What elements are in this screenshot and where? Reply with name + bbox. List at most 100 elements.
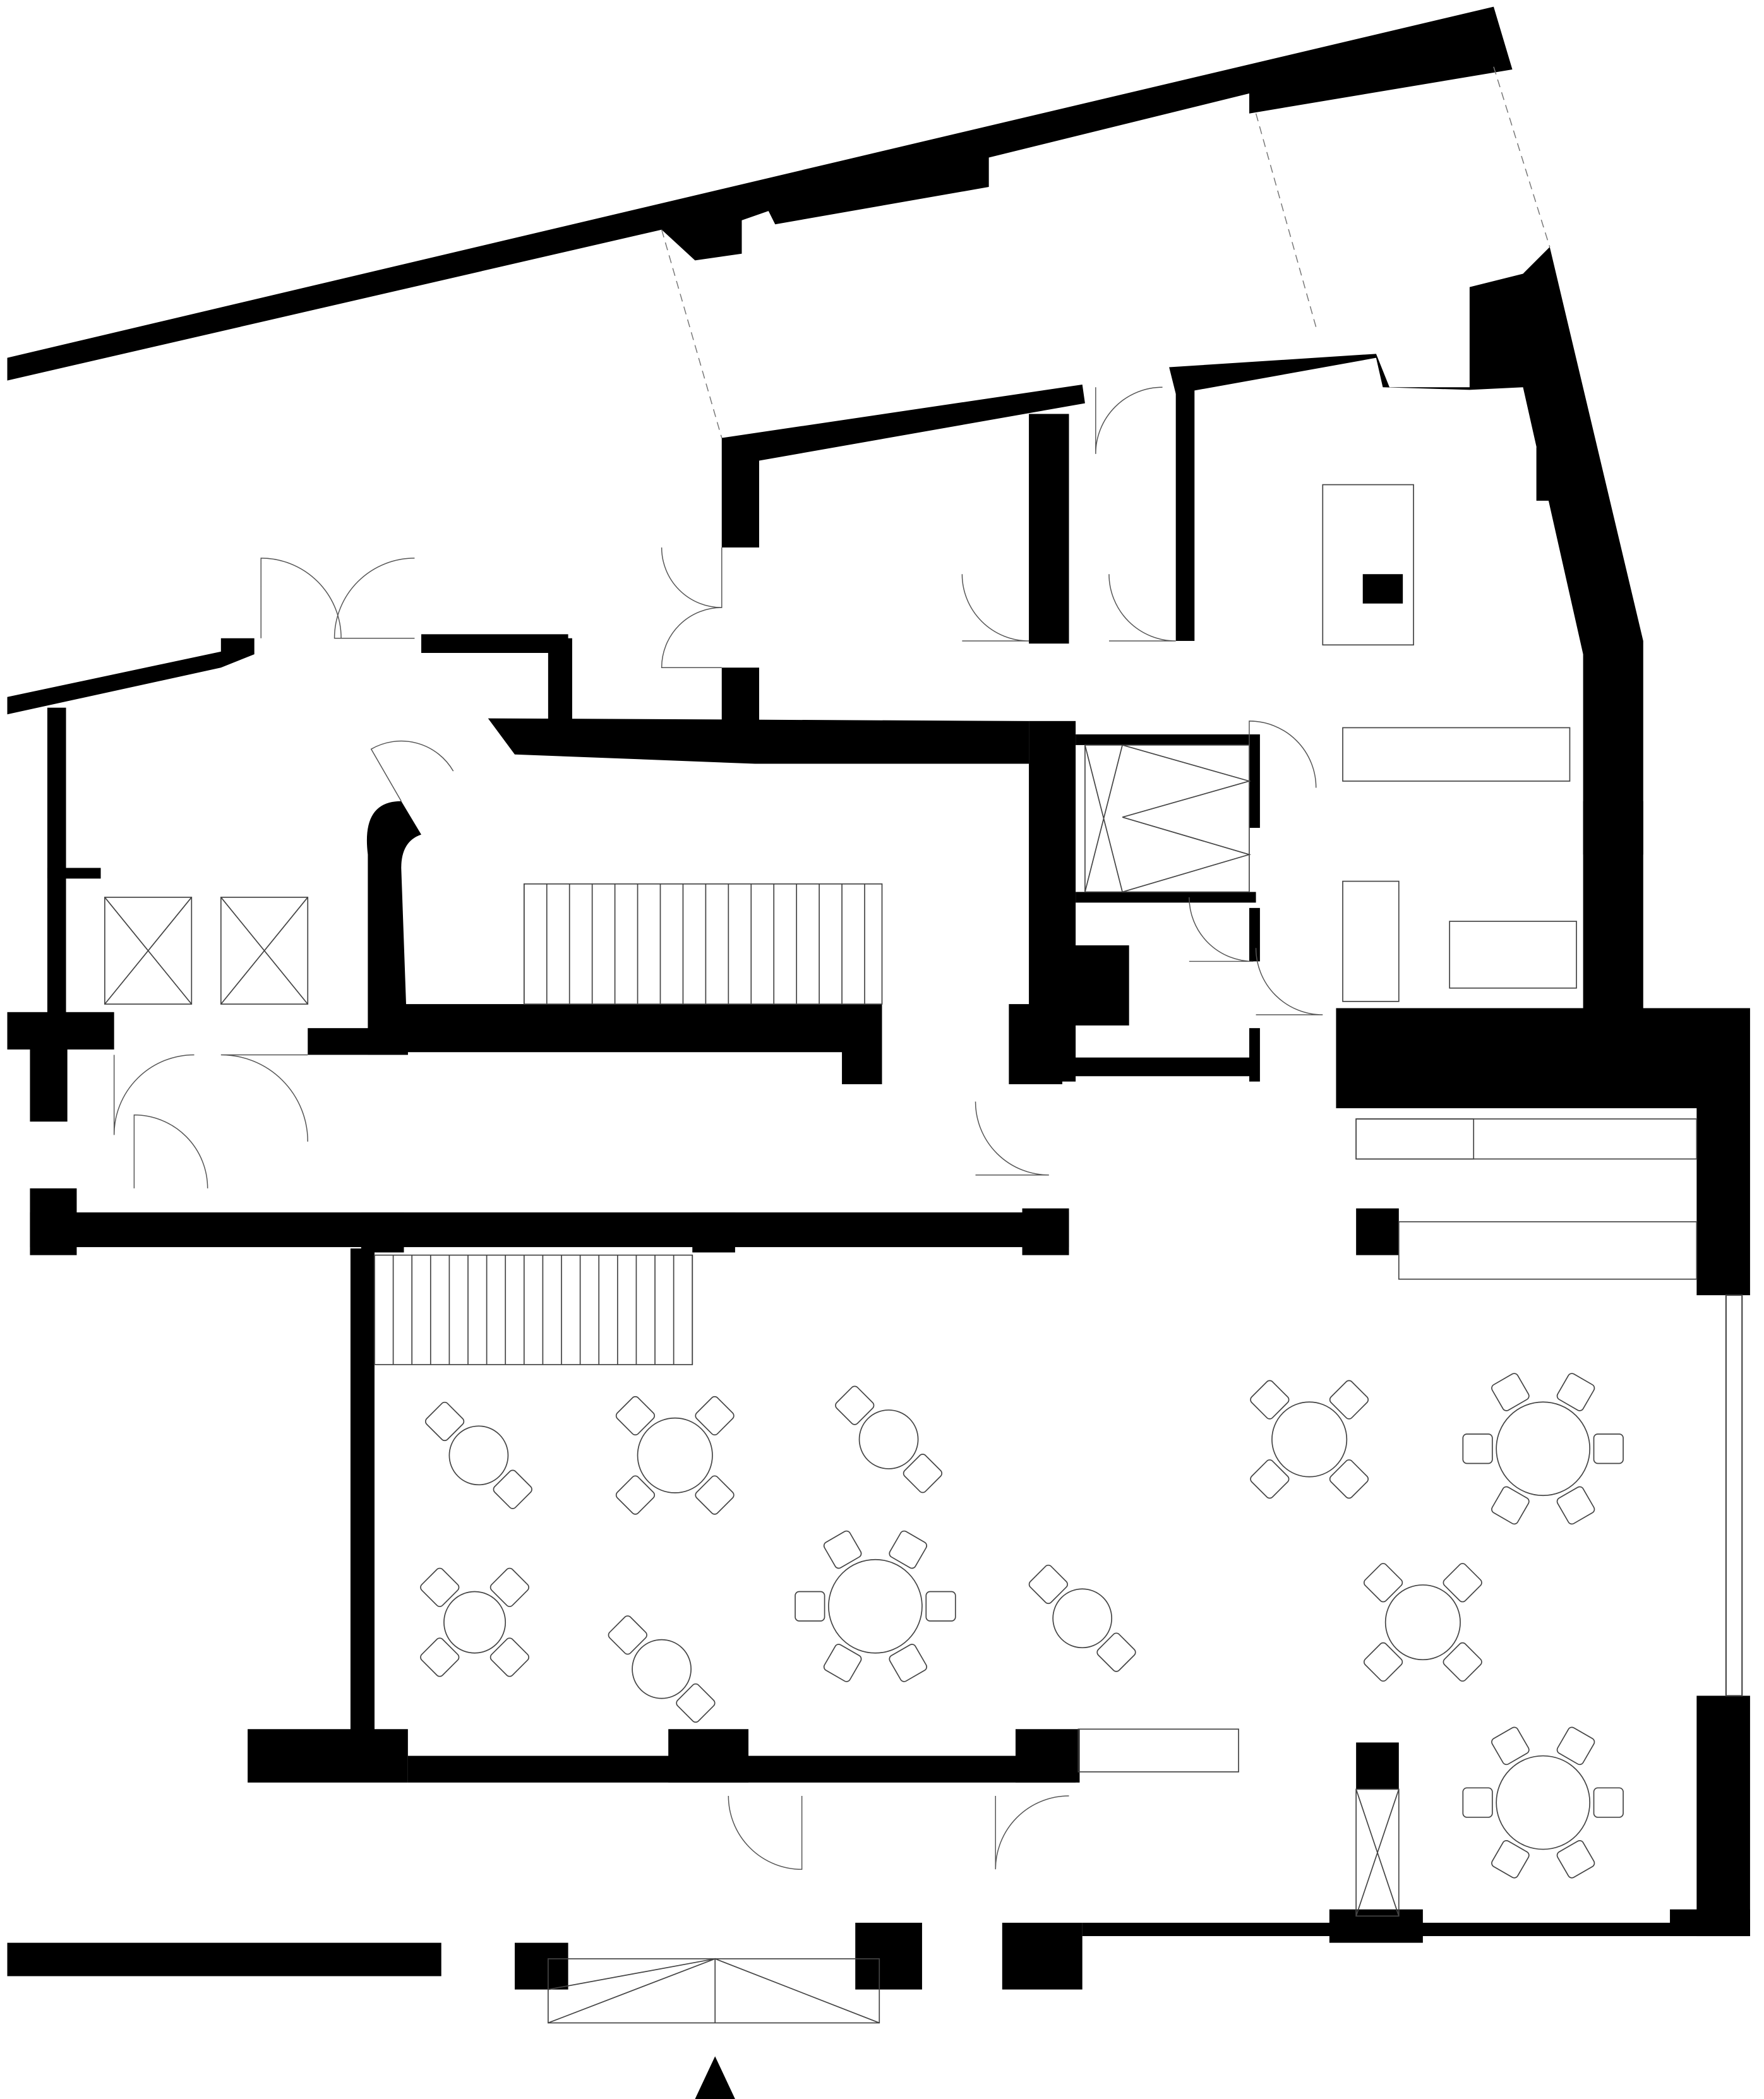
door	[333, 558, 415, 639]
column	[1356, 1742, 1399, 1790]
chair	[1250, 1380, 1290, 1420]
chair	[1462, 1787, 1493, 1818]
kitchen-counter	[1449, 921, 1577, 989]
table-top	[828, 1558, 923, 1654]
column	[1356, 1208, 1399, 1255]
mid-diagonal-wall	[721, 384, 1085, 547]
opening-line	[1255, 113, 1317, 328]
display-case	[1355, 1788, 1400, 1917]
door	[133, 1114, 208, 1188]
chair	[1363, 1563, 1403, 1603]
wall	[1249, 907, 1260, 962]
dining-table	[420, 1567, 530, 1677]
table-top	[1384, 1584, 1461, 1661]
table-top	[1496, 1401, 1591, 1497]
wall-block	[1015, 1729, 1080, 1783]
door-swing	[1108, 574, 1176, 642]
door	[661, 607, 722, 668]
facade-pier	[1329, 1909, 1423, 1943]
display-case	[1077, 1728, 1239, 1773]
wall-block	[668, 1729, 749, 1783]
upper-left-wall	[7, 638, 255, 715]
chair	[1491, 1486, 1530, 1525]
chair	[1028, 1564, 1068, 1605]
cooktop	[1362, 574, 1403, 604]
lift-wall	[1076, 734, 1256, 745]
door-swing	[1095, 386, 1163, 454]
wall-block	[7, 1012, 114, 1050]
wall-block	[30, 1188, 77, 1255]
column	[692, 1212, 735, 1253]
chair	[1491, 1726, 1530, 1766]
display-case-cross	[1355, 1789, 1400, 1917]
chair	[1462, 1433, 1493, 1464]
table-top	[637, 1417, 713, 1493]
door	[661, 547, 723, 608]
dining-table	[615, 1396, 735, 1515]
chair	[424, 1401, 465, 1442]
chair	[695, 1396, 735, 1436]
facade-pier	[1002, 1922, 1083, 1990]
door-swing	[133, 1114, 208, 1188]
central-wall	[30, 1212, 1069, 1247]
chair	[615, 1475, 656, 1515]
chair	[489, 1567, 530, 1607]
dining-table	[795, 1530, 956, 1682]
lower-stair	[374, 1254, 693, 1365]
chair	[1593, 1433, 1624, 1464]
door-swing	[1255, 948, 1323, 1015]
chair	[493, 1469, 532, 1509]
elevator	[104, 897, 193, 1005]
opening-line	[1493, 66, 1551, 248]
door-swing	[995, 1795, 1069, 1870]
chair	[608, 1615, 647, 1655]
door	[995, 1795, 1069, 1870]
chair	[489, 1637, 530, 1677]
chair	[1491, 1840, 1530, 1879]
walls	[7, 6, 1750, 1990]
column	[361, 1212, 404, 1253]
kitchen-wall	[1175, 387, 1195, 641]
elevator-cross	[220, 897, 308, 1005]
door-swing	[1189, 897, 1254, 962]
wall	[1249, 1028, 1260, 1082]
dining-table	[424, 1401, 532, 1509]
dining-table	[1363, 1563, 1482, 1682]
chair	[1363, 1642, 1403, 1682]
wall	[1062, 1057, 1256, 1077]
chair	[795, 1591, 825, 1622]
door	[1189, 897, 1254, 962]
wall	[842, 1004, 882, 1084]
shaft	[1062, 945, 1129, 1026]
chair	[823, 1530, 862, 1569]
window-pier	[1536, 447, 1597, 501]
chair	[903, 1454, 943, 1493]
stair-outline	[523, 883, 883, 1005]
door-swing	[661, 547, 723, 608]
doors	[113, 386, 1323, 1870]
dining-table	[835, 1385, 943, 1493]
elevator	[220, 897, 309, 1005]
door-swing	[333, 558, 415, 639]
dining-table	[1250, 1380, 1369, 1499]
wall-block	[30, 1048, 68, 1122]
column	[1022, 1208, 1069, 1255]
door	[1095, 386, 1163, 454]
facade-pier	[1670, 1909, 1750, 1937]
table-top	[1496, 1755, 1591, 1850]
entrance-ramp-lines	[548, 1958, 880, 2024]
lift-cross	[1084, 745, 1252, 893]
east-wall	[1696, 1695, 1750, 1937]
door	[370, 740, 454, 802]
chair	[889, 1530, 928, 1569]
door	[260, 558, 342, 638]
chair	[1443, 1563, 1482, 1603]
table-top	[1271, 1401, 1348, 1478]
chair	[1329, 1459, 1369, 1499]
chair	[835, 1385, 875, 1425]
bar-counter	[1398, 1221, 1698, 1280]
door-swing	[370, 740, 454, 802]
chair	[1329, 1380, 1369, 1420]
curved-wall	[366, 801, 421, 1055]
